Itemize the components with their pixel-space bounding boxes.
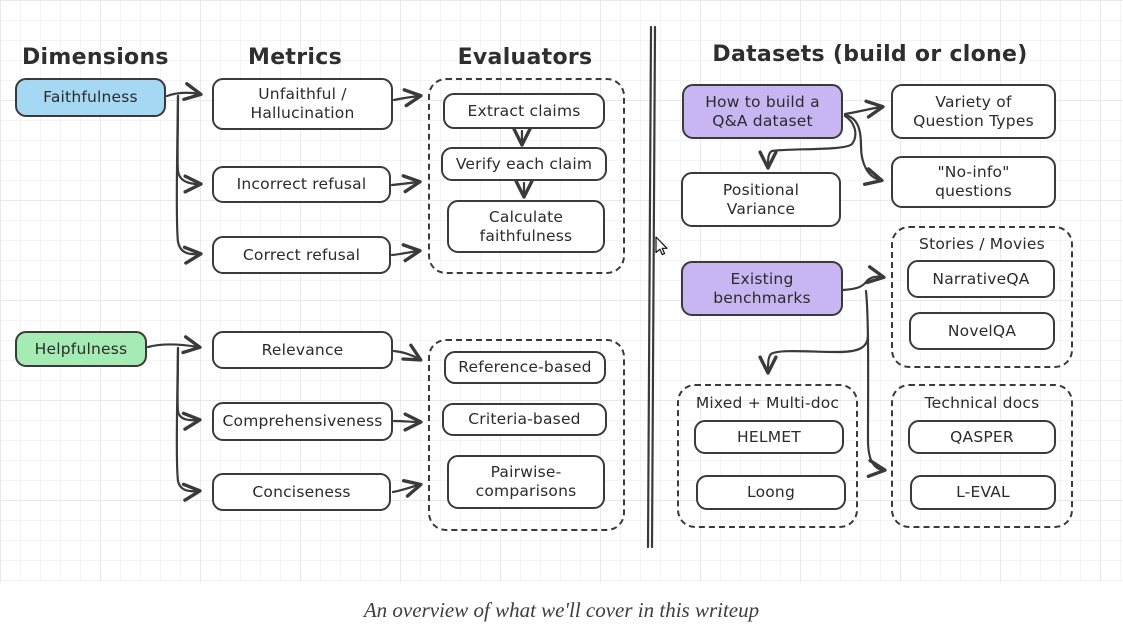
node-unfaithful-hallucination: Unfaithful / Hallucination: [212, 78, 393, 130]
node-criteria-based: Criteria-based: [442, 403, 607, 436]
node-comprehensiveness: Comprehensiveness: [212, 402, 393, 441]
node-narrativeqa: NarrativeQA: [907, 260, 1055, 298]
node-relevance: Relevance: [212, 331, 393, 369]
header-datasets: Datasets (build or clone): [712, 42, 1028, 67]
node-l-eval: L-EVAL: [910, 475, 1056, 510]
node-no-info-questions: "No-info" questions: [891, 156, 1056, 208]
group-label-mixed-multi-doc: Mixed + Multi-doc: [695, 394, 840, 412]
figure-caption: An overview of what we'll cover in this …: [363, 598, 760, 622]
node-pairwise-comparisons: Pairwise-comparisons: [447, 455, 605, 509]
node-calculate-faithfulness: Calculate faithfulness: [447, 200, 605, 253]
group-label-stories-movies: Stories / Movies: [919, 235, 1045, 253]
group-mixed-multi-doc: Mixed + Multi-doc: [677, 384, 858, 528]
group-stories-movies: Stories / Movies: [891, 226, 1073, 368]
mouse-cursor-icon: [655, 236, 668, 256]
node-incorrect-refusal: Incorrect refusal: [212, 166, 391, 203]
group-technical-docs: Technical docs: [891, 384, 1073, 528]
node-existing-benchmarks: Existing benchmarks: [681, 261, 843, 316]
node-variety-of-question-types: Variety of Question Types: [891, 84, 1056, 139]
node-qasper: QASPER: [908, 420, 1056, 454]
node-helmet: HELMET: [694, 420, 844, 454]
node-verify-each-claim: Verify each claim: [441, 147, 607, 181]
group-faithfulness-evaluators: [428, 78, 625, 274]
node-novelqa: NovelQA: [909, 312, 1055, 350]
node-loong: Loong: [696, 475, 846, 510]
group-helpfulness-evaluators: [428, 339, 625, 531]
node-helpfulness: Helpfulness: [15, 331, 147, 367]
node-faithfulness: Faithfulness: [15, 78, 166, 117]
header-evaluators: Evaluators: [457, 45, 593, 70]
node-how-to-build-qa-dataset: How to build a Q&A dataset: [682, 84, 843, 139]
node-conciseness: Conciseness: [212, 473, 391, 511]
node-positional-variance: Positional Variance: [681, 172, 841, 227]
node-reference-based: Reference-based: [444, 351, 606, 384]
header-dimensions: Dimensions: [22, 45, 169, 70]
header-metrics: Metrics: [248, 45, 342, 70]
group-label-technical-docs: Technical docs: [924, 394, 1040, 412]
node-extract-claims: Extract claims: [443, 93, 605, 129]
node-correct-refusal: Correct refusal: [212, 236, 391, 274]
